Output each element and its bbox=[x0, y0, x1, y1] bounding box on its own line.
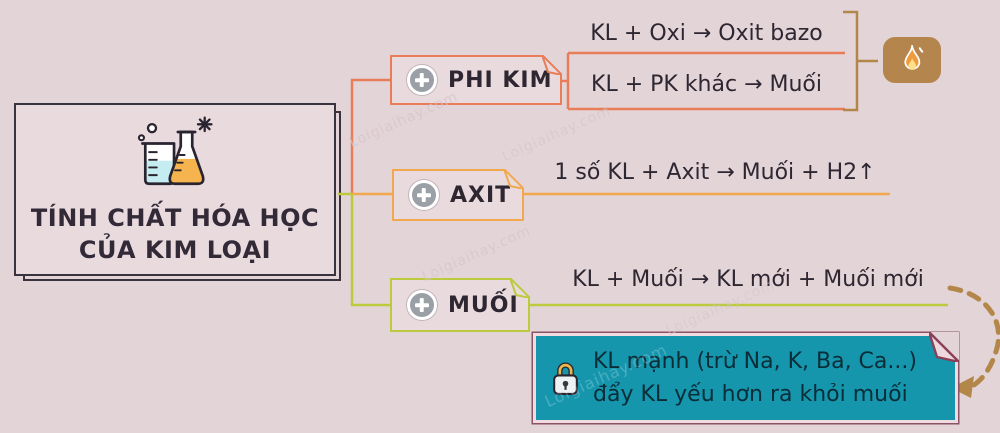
node-axit-label: AXIT bbox=[450, 182, 512, 208]
bracket-icon bbox=[843, 10, 878, 112]
root-title-line2: CỦA KIM LOẠI bbox=[78, 235, 272, 264]
note-line1: KL mạnh (trừ Na, K, Ba, Ca...) bbox=[593, 349, 917, 374]
lock-icon bbox=[553, 362, 578, 395]
flame-icon bbox=[904, 45, 924, 70]
flame-button[interactable] bbox=[883, 37, 941, 83]
node-phi-kim-label: PHI KIM bbox=[448, 67, 553, 93]
formula-axit: 1 số KL + Axit → Muối + H2↑ bbox=[554, 160, 876, 185]
watermark: Loigiaihay.com bbox=[419, 222, 534, 286]
note-line2: đẩy KL yếu hơn ra khỏi muối bbox=[593, 382, 908, 407]
watermark: Loigiaihay.com bbox=[499, 102, 614, 166]
expand-plus-icon[interactable] bbox=[407, 290, 437, 320]
folded-corner-icon bbox=[542, 55, 562, 75]
chemistry-flasks-icon bbox=[137, 115, 213, 185]
formula-kl-oxi: KL + Oxi → Oxit bazo bbox=[590, 21, 823, 46]
node-muoi-label: MUỐI bbox=[448, 292, 519, 318]
node-axit[interactable]: AXIT bbox=[392, 169, 524, 221]
formula-kl-pk-khac: KL + PK khác → Muối bbox=[591, 72, 822, 97]
note-box[interactable]: KL mạnh (trừ Na, K, Ba, Ca...) đẩy KL yế… bbox=[533, 332, 959, 423]
folded-corner-icon bbox=[929, 332, 959, 362]
folded-corner-icon bbox=[510, 278, 530, 298]
expand-plus-icon[interactable] bbox=[407, 65, 437, 95]
root-title-line1: TÍNH CHẤT HÓA HỌC bbox=[30, 203, 320, 232]
expand-plus-icon[interactable] bbox=[409, 180, 439, 210]
node-phi-kim[interactable]: PHI KIM bbox=[390, 55, 562, 105]
root-node[interactable]: TÍNH CHẤT HÓA HỌC CỦA KIM LOẠI bbox=[14, 103, 336, 276]
folded-corner-icon bbox=[504, 169, 524, 189]
node-muoi[interactable]: MUỐI bbox=[390, 278, 530, 332]
formula-muoi: KL + Muối → KL mới + Muối mới bbox=[572, 267, 924, 292]
